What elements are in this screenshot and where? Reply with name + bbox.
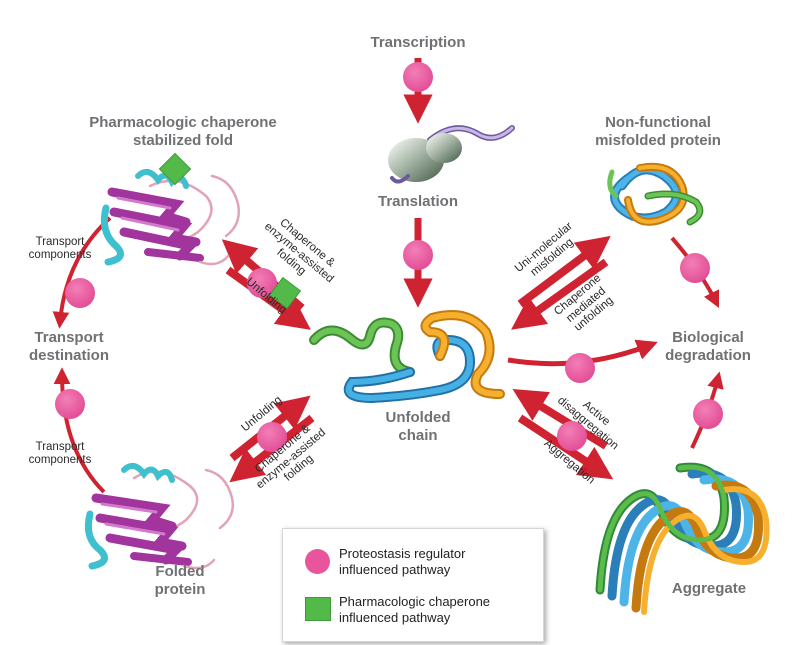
regulator-dot-lower-left [257,422,287,452]
regulator-dot-transcription [403,62,433,92]
pharmacologic-chaperone-label: Pharmacologic chaperone stabilized fold [89,114,277,149]
regulator-dot-transport-bottom [55,389,85,419]
transcription-label: Transcription [370,34,466,51]
transport-components-top-label: Transport components [28,236,92,261]
folded-protein-label: Folded protein [154,563,206,598]
nonfunctional-misfolded-label: Non-functional misfolded protein [595,114,721,149]
upper-right-arrow-pair [511,235,611,330]
left-upper-transport-arrow [52,216,112,329]
ribosome-icon [388,125,515,184]
stabilized-fold-protein-icon [100,168,240,266]
folded-protein-icon [84,462,234,570]
translation-label: Translation [377,193,459,210]
chaperone-square-on-pathway [268,276,302,310]
aggregate-icon [595,462,770,615]
regulator-dot-misfolded-degradation [680,253,710,283]
regulator-dot-upper-left [247,268,277,298]
legend-regulator-dot-icon [305,549,330,574]
regulator-dot-translation [403,240,433,270]
unfolded-chain-icon [309,310,505,404]
aggregate-label: Aggregate [671,580,747,597]
transport-destination-label: Transport destination [28,329,109,364]
regulator-dot-transport-top [65,278,95,308]
regulator-dots [55,62,723,452]
left-lower-transport-arrow [53,367,106,494]
pharmacologic-chaperone-square-icon [158,152,192,186]
regulator-dot-lower-right [557,421,587,451]
regulator-dot-aggregate-degradation [693,399,723,429]
regulator-dot-degradation [565,353,595,383]
biological-degradation-label: Biological degradation [665,329,751,364]
unfolded-chain-label: Unfolded chain [385,409,451,444]
misfolded-protein-icon [607,162,704,226]
legend-regulator-text: Proteostasis regulator influenced pathwa… [339,546,466,577]
transport-components-bottom-label: Transport components [28,441,92,466]
legend-box: Proteostasis regulator influenced pathwa… [282,528,544,642]
legend-chaperone-square-icon [305,597,331,621]
legend-chaperone-text: Pharmacologic chaperone influenced pathw… [339,594,491,625]
